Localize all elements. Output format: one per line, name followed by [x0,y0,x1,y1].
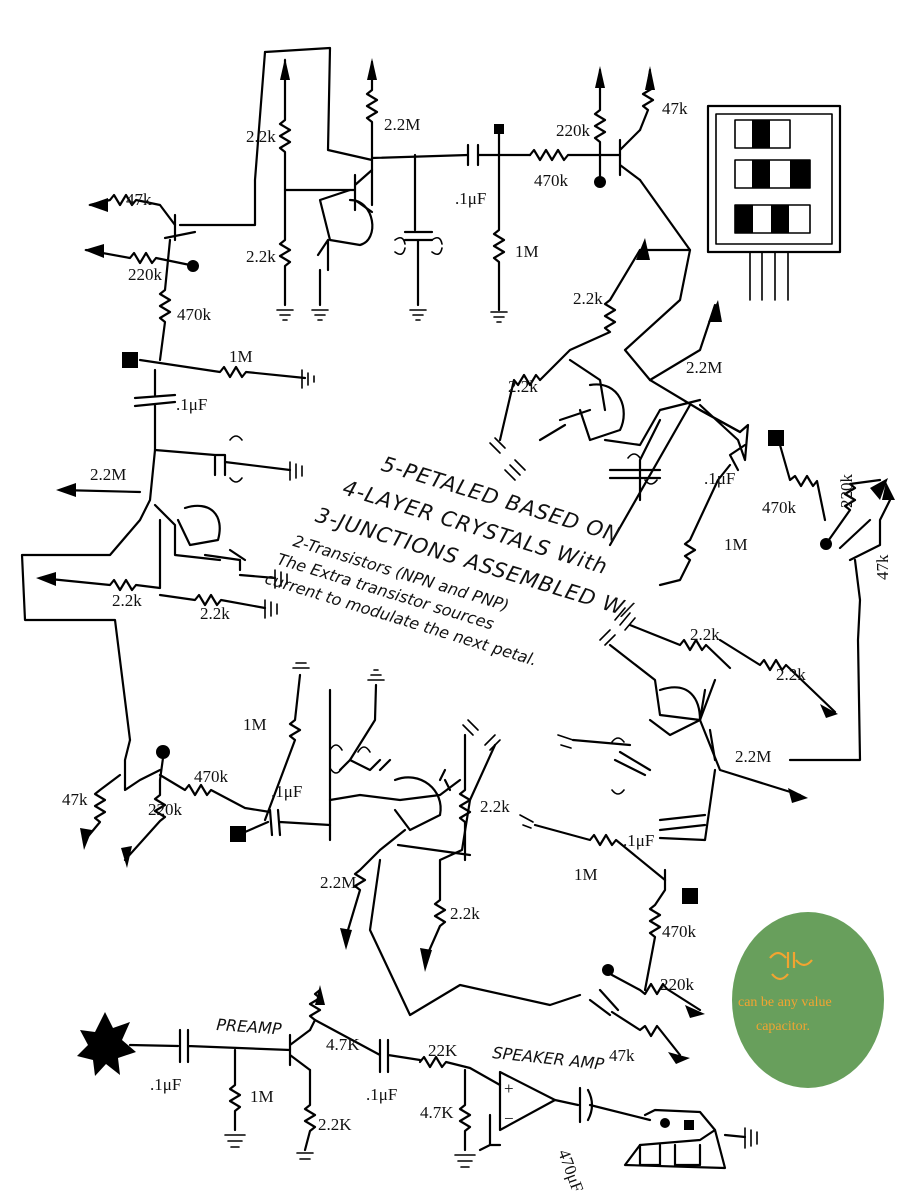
label-br-r-c: 2.2M [735,747,771,766]
label-br-r-g: 47k [609,1046,635,1065]
legend-text-2: capacitor. [756,1019,810,1034]
label-br-r-f: 220k [660,975,695,994]
petal-topleft [20,193,315,742]
audio-r3-label: 2.2K [318,1115,352,1134]
label-bl-r-f: 2.2k [480,797,510,816]
audio-labels: PREAMP .1μF 1M 4.7K 2.2K .1μF 22K 4.7K S… [150,1015,605,1195]
amp-minus: − [504,1109,514,1128]
label-top-r-d: 220k [556,121,591,140]
label-tl-cap: .1μF [176,395,207,414]
label-top-r-a: 2.2k [246,127,276,146]
label-tl-r-f: 2.2k [112,591,142,610]
design-notes: 5-PETALED BASED ON 4-LAYER CRYSTALS With… [263,452,636,670]
petal-top [178,46,692,323]
note-line-6: current to modulate the next petal. [263,569,540,670]
component-labels: 2.2k 2.2M 2.2k 220k 47k 470k .1μF 1M 47k… [62,99,892,1065]
label-tl-r-d: 1M [229,347,253,366]
audio-r2-label: 4.7K [326,1035,360,1054]
legend-bubble [732,912,884,1088]
label-bl-r-c: 470k [194,767,229,786]
label-bl-r-b: 220k [148,800,183,819]
amp-plus: + [504,1079,514,1098]
audio-r4-label: 22K [428,1041,458,1060]
label-top-r-e: 47k [662,99,688,118]
label-bl-r-g: 2.2k [450,904,480,923]
label-r-r-c: 2.2M [686,358,722,377]
label-top-r-g: 1M [515,242,539,261]
label-bl-r-a: 47k [62,790,88,809]
label-tl-r-g: 2.2k [200,604,230,623]
label-bl-r-d: 1M [243,715,267,734]
label-bl-r-e: 2.2M [320,873,356,892]
petal-right [489,238,895,762]
petal-bottomleft [80,662,501,972]
label-br-r-b: 2.2k [776,665,806,684]
any-value-capacitor-icon [769,951,813,981]
speaker-amp-label: SPEAKER AMP [492,1043,606,1074]
legend-text-1: can be any value [738,995,832,1010]
label-tl-r-c: 470k [177,305,212,324]
label-tl-r-a: 47k [126,190,152,209]
label-top-r-b: 2.2M [384,115,420,134]
label-bl-cap: .1μF [271,782,302,801]
audio-r5-label: 4.7K [420,1103,454,1122]
audio-c3-label: 470μF [554,1147,587,1195]
audio-c1-label: .1μF [150,1075,181,1094]
preamp-label: PREAMP [216,1015,283,1039]
label-r-r-a: 2.2k [573,289,603,308]
audio-chain [77,985,758,1170]
label-r-cap: .1μF [704,469,735,488]
label-top-cap: .1μF [455,189,486,208]
label-top-r-f: 470k [534,171,569,190]
label-r-r-g: 1M [724,535,748,554]
label-br-cap: .1μF [623,831,654,850]
label-r-r-d: 470k [762,498,797,517]
label-br-r-a: 2.2k [690,625,720,644]
led-display [706,104,842,301]
audio-c2-label: .1μF [366,1085,397,1104]
label-r-r-e: 220k [837,474,856,509]
label-r-r-f: 47k [873,554,892,580]
label-top-r-c: 2.2k [246,247,276,266]
label-br-r-e: 470k [662,922,697,941]
label-tl-r-b: 220k [128,265,163,284]
legend: can be any value capacitor. [732,912,884,1088]
label-tl-r-e: 2.2M [90,465,126,484]
label-br-r-d: 1M [574,865,598,884]
label-r-r-b: 2.2k [508,377,538,396]
audio-r1-label: 1M [250,1087,274,1106]
petal-bottomright [368,607,838,1064]
